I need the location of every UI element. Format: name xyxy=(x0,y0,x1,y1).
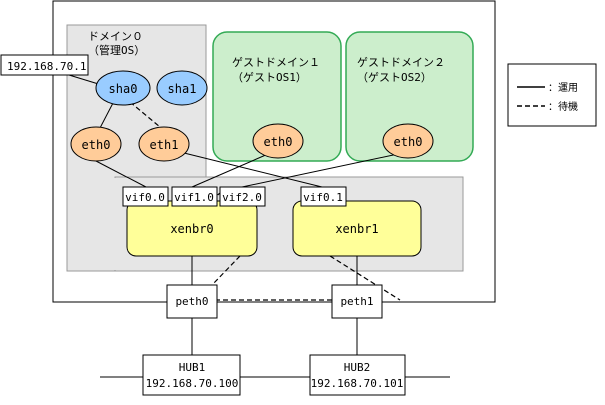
sha0-interface xyxy=(95,70,151,106)
domain0-eth1-label: eth1 xyxy=(150,138,179,152)
guest1-eth0-label: eth0 xyxy=(264,135,293,149)
hub2-name: HUB2 xyxy=(344,361,371,374)
legend-active-label: ：運用 xyxy=(548,82,578,94)
domain0-title: ドメイン０ xyxy=(88,30,143,43)
peth1-label: peth1 xyxy=(340,295,373,308)
sha0-label: sha0 xyxy=(109,82,138,96)
hub1-name: HUB1 xyxy=(179,361,206,374)
vif0-1-box xyxy=(300,186,347,207)
domain0-eth1-interface xyxy=(138,126,190,162)
guest-domain-1 xyxy=(212,31,342,162)
domain0-eth0-interface xyxy=(70,126,122,162)
hub1-box xyxy=(142,354,241,396)
legend xyxy=(507,63,597,127)
connection-lines xyxy=(68,74,450,378)
guest1-subtitle: （ゲストOS1） xyxy=(232,71,307,84)
guest2-title: ゲストドメイン２ xyxy=(357,56,445,69)
vif2-0-box xyxy=(219,186,266,207)
peth1-box xyxy=(331,284,383,319)
hub2-box xyxy=(309,354,406,396)
vif0-0-box xyxy=(122,186,169,207)
guest2-eth0-interface xyxy=(382,123,434,159)
ip-callout-text: 192.168.70.1 xyxy=(7,60,86,73)
guest2-eth0-label: eth0 xyxy=(394,135,423,149)
legend-standby-label: ：待機 xyxy=(548,100,578,113)
guest1-title: ゲストドメイン１ xyxy=(232,56,320,69)
peth0-label: peth0 xyxy=(175,295,208,308)
vif1-0-label: vif1.0 xyxy=(174,191,214,204)
vif0-1-label: vif0.1 xyxy=(303,191,343,204)
domain0-subtitle: （管理OS） xyxy=(88,43,145,57)
guest2-subtitle: （ゲストOS2） xyxy=(357,71,432,84)
sha1-interface xyxy=(156,70,208,106)
hub2-ip: 192.168.70.101 xyxy=(311,377,404,390)
vif2-0-label: vif2.0 xyxy=(222,191,262,204)
guest1-eth0-interface xyxy=(252,123,304,159)
domain0-eth0-label: eth0 xyxy=(82,138,111,152)
vif0-0-label: vif0.0 xyxy=(125,191,165,204)
xenbr1-label: xenbr1 xyxy=(335,222,378,236)
vif1-0-box xyxy=(171,186,218,207)
ip-callout xyxy=(0,54,89,76)
hub1-ip: 192.168.70.100 xyxy=(146,377,239,390)
peth0-box xyxy=(166,284,218,319)
xenbr0-label: xenbr0 xyxy=(170,222,213,236)
guest-domain-2 xyxy=(345,31,474,162)
xenbr1-bridge xyxy=(292,200,422,257)
sha1-label: sha1 xyxy=(168,82,197,96)
